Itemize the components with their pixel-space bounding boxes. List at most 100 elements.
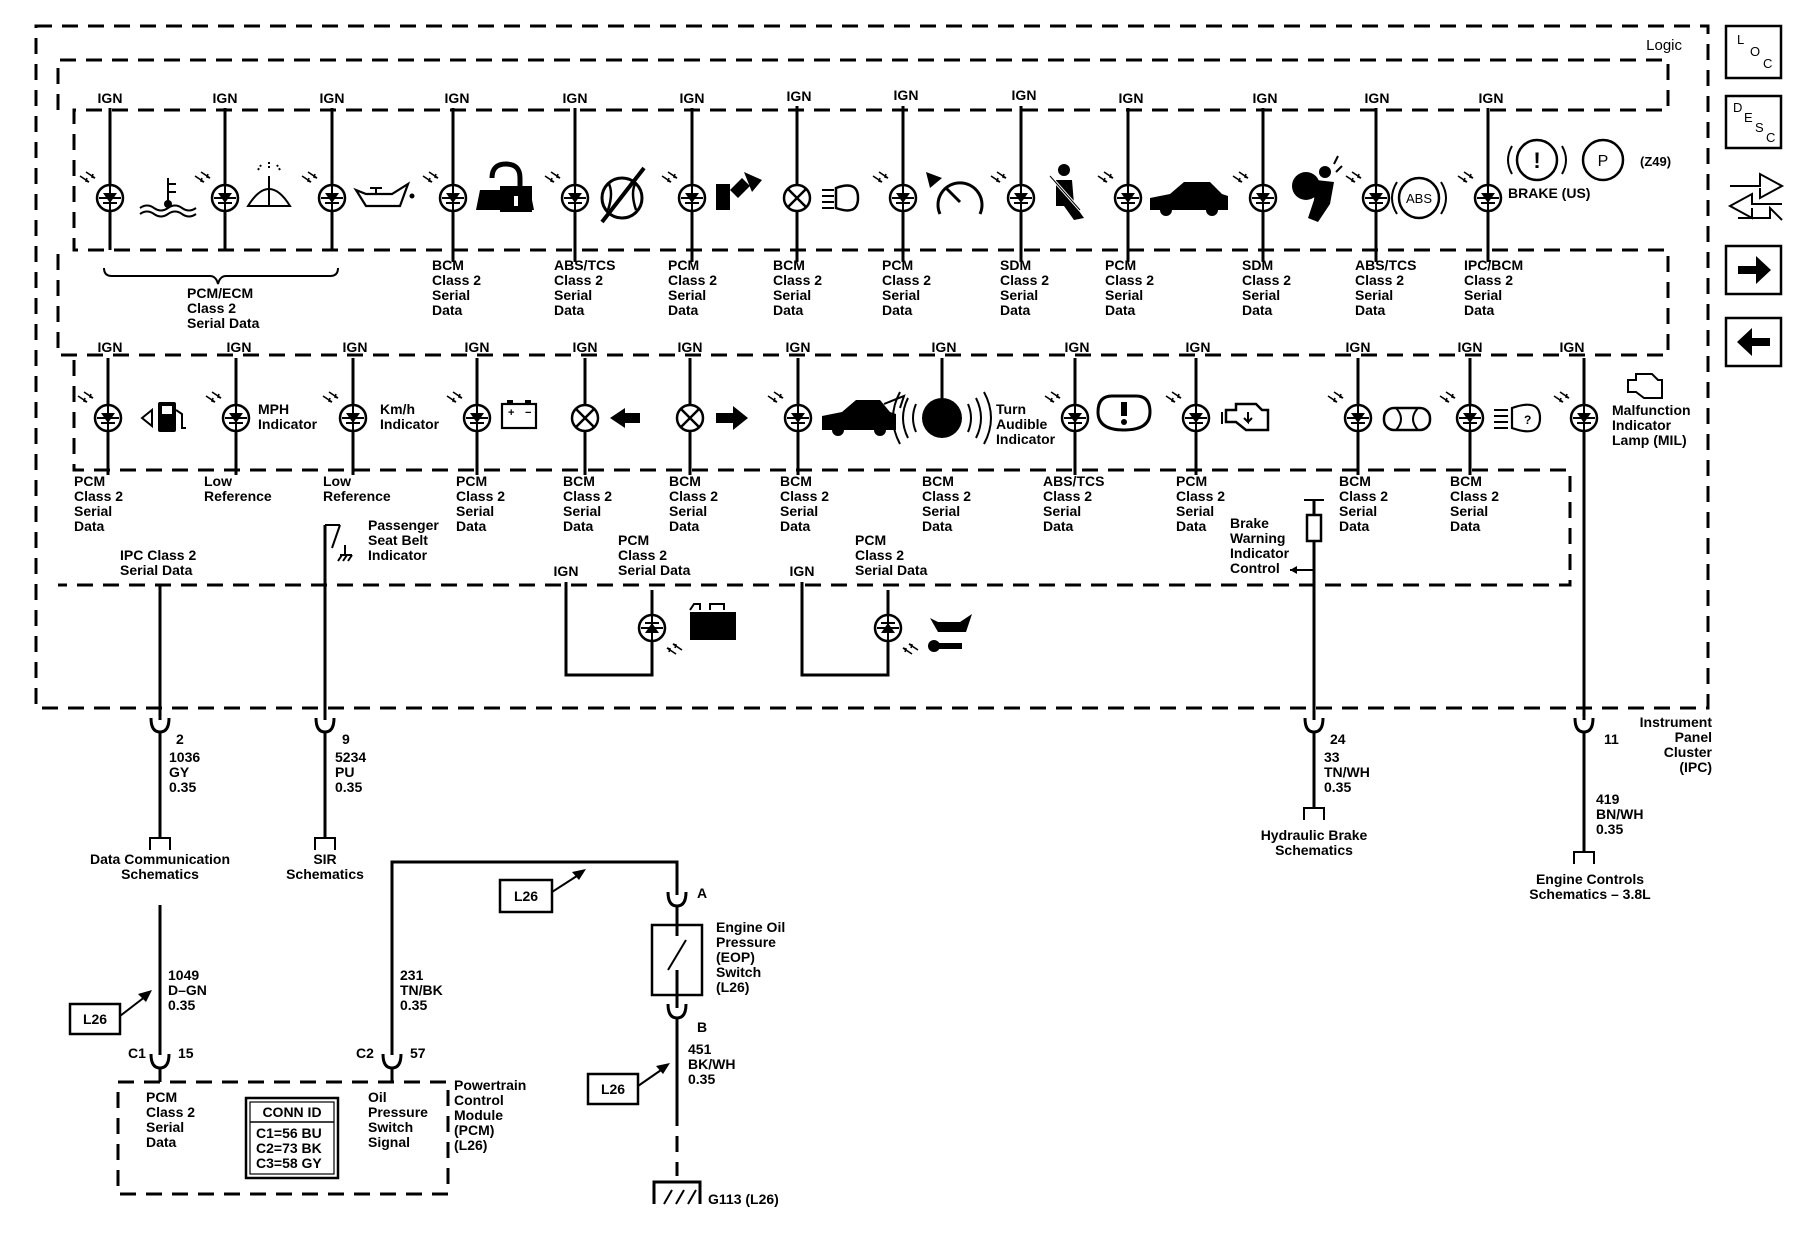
svg-text:D: D <box>1733 100 1742 115</box>
row2-label-9: Serial <box>1043 503 1081 519</box>
ign-wire-7: IGN <box>787 88 811 262</box>
row1-label-11: SDM <box>1242 257 1273 273</box>
svg-text:TN/BK: TN/BK <box>400 982 443 998</box>
turn-right-icon <box>716 406 748 430</box>
svg-text:−: − <box>525 407 531 419</box>
row2-label-11: Class 2 <box>1339 488 1388 504</box>
ign-wire-13: IGN <box>1479 90 1503 262</box>
row2-label-1: Class 2 <box>74 488 123 504</box>
svg-text:+: + <box>508 407 514 419</box>
svg-text:O: O <box>1750 44 1760 59</box>
svg-text:PCM: PCM <box>146 1089 177 1105</box>
row1-group-brace <box>103 267 339 285</box>
headlamp-icon <box>822 184 860 212</box>
svg-text:Indicator: Indicator <box>996 431 1056 447</box>
row2-label-6: Data <box>669 518 700 534</box>
mph-indicator-text: MPH Indicator <box>258 401 318 432</box>
row1-label-13: Serial <box>1464 287 1502 303</box>
svg-text:Seat Belt: Seat Belt <box>368 532 428 548</box>
lamp-out-icon: ? <box>1494 403 1542 433</box>
svg-text:IGN: IGN <box>678 339 703 355</box>
svg-text:TN/WH: TN/WH <box>1324 764 1370 780</box>
svg-text:Class 2: Class 2 <box>855 547 904 563</box>
row1-label-10: Serial <box>1105 287 1143 303</box>
cruise-control-icon <box>926 172 984 215</box>
svg-text:IGN: IGN <box>554 563 579 579</box>
washer-fluid-icon <box>246 162 292 207</box>
row2-label-9: ABS/TCS <box>1043 473 1104 489</box>
ipc-connector-2: 2 1036 GY 0.35 Data Communication Schema… <box>90 716 230 882</box>
svg-text:(PCM): (PCM) <box>454 1122 494 1138</box>
row2-label-6: Serial <box>669 503 707 519</box>
svg-text:IGN: IGN <box>343 339 368 355</box>
svg-text:MPH: MPH <box>258 401 289 417</box>
svg-text:Schematics: Schematics <box>121 866 199 882</box>
row2-indicators: IGN IGN IGN IGN IGN IGN IGN IGN IGN IGN … <box>76 339 1599 720</box>
row1-label-8: Class 2 <box>882 272 931 288</box>
svg-text:(Z49): (Z49) <box>1640 154 1671 169</box>
svg-text:Cluster: Cluster <box>1664 744 1713 760</box>
row2-label-11: Data <box>1339 518 1370 534</box>
l26-tag-2[interactable]: L26 <box>498 869 586 914</box>
row1-label-4: Class 2 <box>432 272 481 288</box>
svg-text:IGN: IGN <box>573 339 598 355</box>
svg-text:2: 2 <box>176 731 184 747</box>
svg-text:Km/h: Km/h <box>380 401 415 417</box>
seat-belt-icon <box>1048 164 1084 220</box>
svg-text:(L26): (L26) <box>716 979 749 995</box>
svg-text:PCM/ECM: PCM/ECM <box>187 285 253 301</box>
ipc-connector-9: 9 5234 PU 0.35 SIR Schematics <box>286 716 366 882</box>
svg-text:Indicator: Indicator <box>1612 417 1672 433</box>
svg-text:IPC Class 2: IPC Class 2 <box>120 547 196 563</box>
svg-text:Turn: Turn <box>996 401 1026 417</box>
row2-label-10: Data <box>1176 518 1207 534</box>
row1-label-5: Serial <box>554 287 592 303</box>
row2-label-2: Low <box>204 473 232 489</box>
svg-text:0.35: 0.35 <box>1324 779 1351 795</box>
row2-label-8: Serial <box>922 503 960 519</box>
desc-button[interactable]: D E S C <box>1724 94 1783 150</box>
svg-text:Serial Data: Serial Data <box>120 562 193 578</box>
chime-speaker-icon <box>922 398 962 438</box>
row2-label-1: Serial <box>74 503 112 519</box>
row2-label-11: BCM <box>1339 473 1371 489</box>
schematic-flow-icon[interactable] <box>1727 172 1785 221</box>
row1-label-13: Data <box>1464 302 1495 318</box>
svg-text:Pressure: Pressure <box>368 1104 428 1120</box>
svg-text:Engine Oil: Engine Oil <box>716 919 785 935</box>
row1-label-5: ABS/TCS <box>554 257 615 273</box>
svg-text:C2=73 BK: C2=73 BK <box>256 1140 322 1156</box>
next-page-button[interactable] <box>1724 244 1783 296</box>
loc-button[interactable]: L O C <box>1724 24 1783 80</box>
svg-text:P: P <box>1598 153 1609 170</box>
row2-label-3: Reference <box>323 488 391 504</box>
pcm-module: PCM Class 2 Serial Data Oil Pressure Swi… <box>116 1068 526 1196</box>
svg-text:?: ? <box>1524 413 1531 427</box>
l26-tag-3[interactable]: L26 <box>586 1063 670 1106</box>
row2-label-10: Serial <box>1176 503 1214 519</box>
row2-label-6: Class 2 <box>669 488 718 504</box>
svg-text:Signal: Signal <box>368 1134 410 1150</box>
row2-label-12: Data <box>1450 518 1481 534</box>
row1-label-7: Class 2 <box>773 272 822 288</box>
svg-text:Schematics: Schematics <box>1275 842 1353 858</box>
svg-text:0.35: 0.35 <box>400 997 427 1013</box>
svg-text:D–GN: D–GN <box>168 982 207 998</box>
svg-text:Class 2: Class 2 <box>618 547 667 563</box>
svg-text:Schematics – 3.8L: Schematics – 3.8L <box>1529 886 1651 902</box>
row1-label-9: Class 2 <box>1000 272 1049 288</box>
turn-audible-icon: Turn Audible Indicator <box>892 391 1056 447</box>
ipc-boundary <box>34 24 1710 710</box>
svg-text:0.35: 0.35 <box>688 1071 715 1087</box>
fuel-icon <box>140 402 186 432</box>
ign-wire-2: IGN <box>213 90 237 250</box>
svg-text:Data Communication: Data Communication <box>90 851 230 867</box>
svg-text:C2: C2 <box>356 1045 374 1061</box>
svg-text:IGN: IGN <box>98 90 123 106</box>
l26-tag-1[interactable]: L26 <box>68 990 152 1036</box>
svg-text:IGN: IGN <box>320 90 345 106</box>
previous-page-button[interactable] <box>1724 316 1783 368</box>
row2-label-4: PCM <box>456 473 487 489</box>
row1-label-4: BCM <box>432 257 464 273</box>
svg-text:IGN: IGN <box>563 90 588 106</box>
